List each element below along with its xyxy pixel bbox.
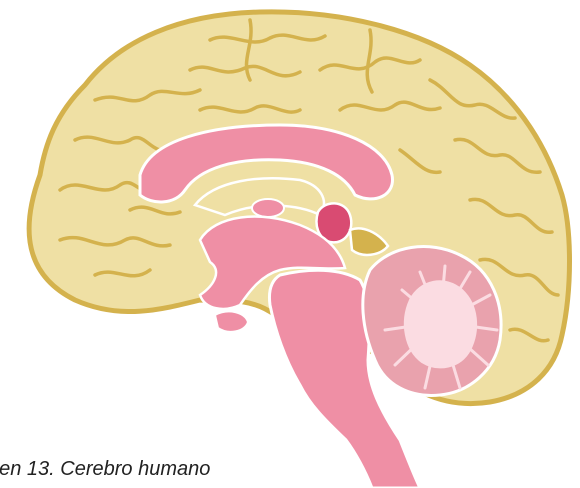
pituitary [215,311,248,331]
figure-caption: gen 13. Cerebro humano [0,458,210,481]
small-nucleus [252,199,284,217]
